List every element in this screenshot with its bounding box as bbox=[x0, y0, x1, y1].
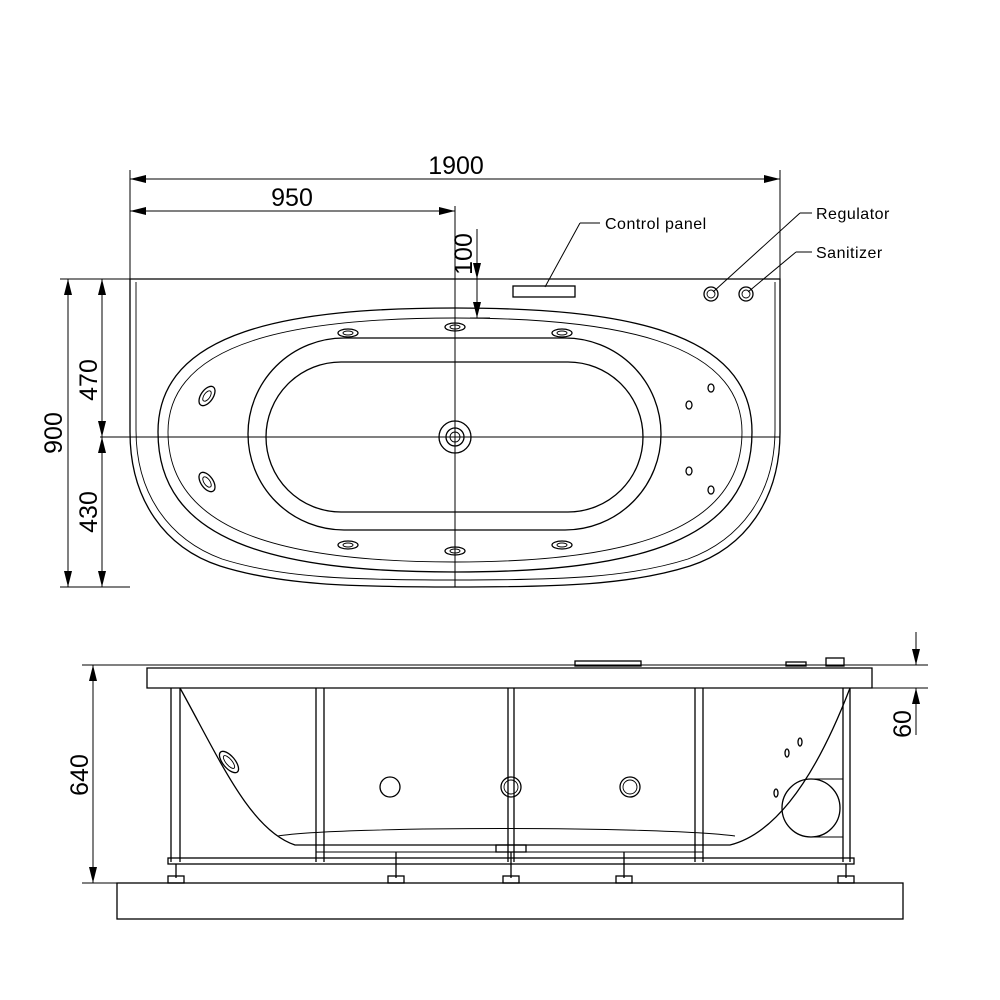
sanitizer-knob-inner bbox=[741, 289, 751, 299]
dim-upper-width: 470 bbox=[75, 359, 103, 401]
dim-half-length: 950 bbox=[271, 184, 313, 212]
side-sanitizer bbox=[825, 657, 845, 667]
dim-outlet-offset: 100 bbox=[450, 233, 478, 275]
control-panel bbox=[512, 285, 576, 298]
jets-bottom-row bbox=[337, 540, 573, 556]
side-regulator bbox=[785, 661, 807, 667]
dim-length: 1900 bbox=[428, 152, 484, 180]
sanitizer-label: Sanitizer bbox=[816, 245, 883, 262]
jets-right bbox=[685, 383, 715, 495]
dim-lower-width: 430 bbox=[75, 491, 103, 533]
jets-top-row bbox=[337, 322, 573, 338]
side-rim bbox=[146, 667, 873, 689]
adjustable-feet bbox=[167, 852, 855, 884]
frame-legs bbox=[170, 688, 851, 862]
jets-left bbox=[198, 385, 216, 493]
control-panel-label: Control panel bbox=[605, 216, 707, 233]
floor-base bbox=[116, 882, 904, 920]
top-view bbox=[60, 170, 812, 588]
dim-width: 900 bbox=[40, 412, 68, 454]
dim-height: 640 bbox=[66, 754, 94, 796]
side-view bbox=[82, 632, 928, 920]
regulator-label: Regulator bbox=[816, 206, 890, 223]
side-tub-body bbox=[179, 687, 851, 846]
side-drain bbox=[495, 844, 527, 853]
pump-motor bbox=[781, 778, 841, 838]
dim-rim-height: 60 bbox=[889, 710, 917, 738]
regulator-knob bbox=[703, 286, 719, 302]
regulator-knob-inner bbox=[706, 289, 716, 299]
sanitizer-knob bbox=[738, 286, 754, 302]
side-jets bbox=[218, 737, 803, 798]
side-control-panel bbox=[574, 660, 642, 667]
